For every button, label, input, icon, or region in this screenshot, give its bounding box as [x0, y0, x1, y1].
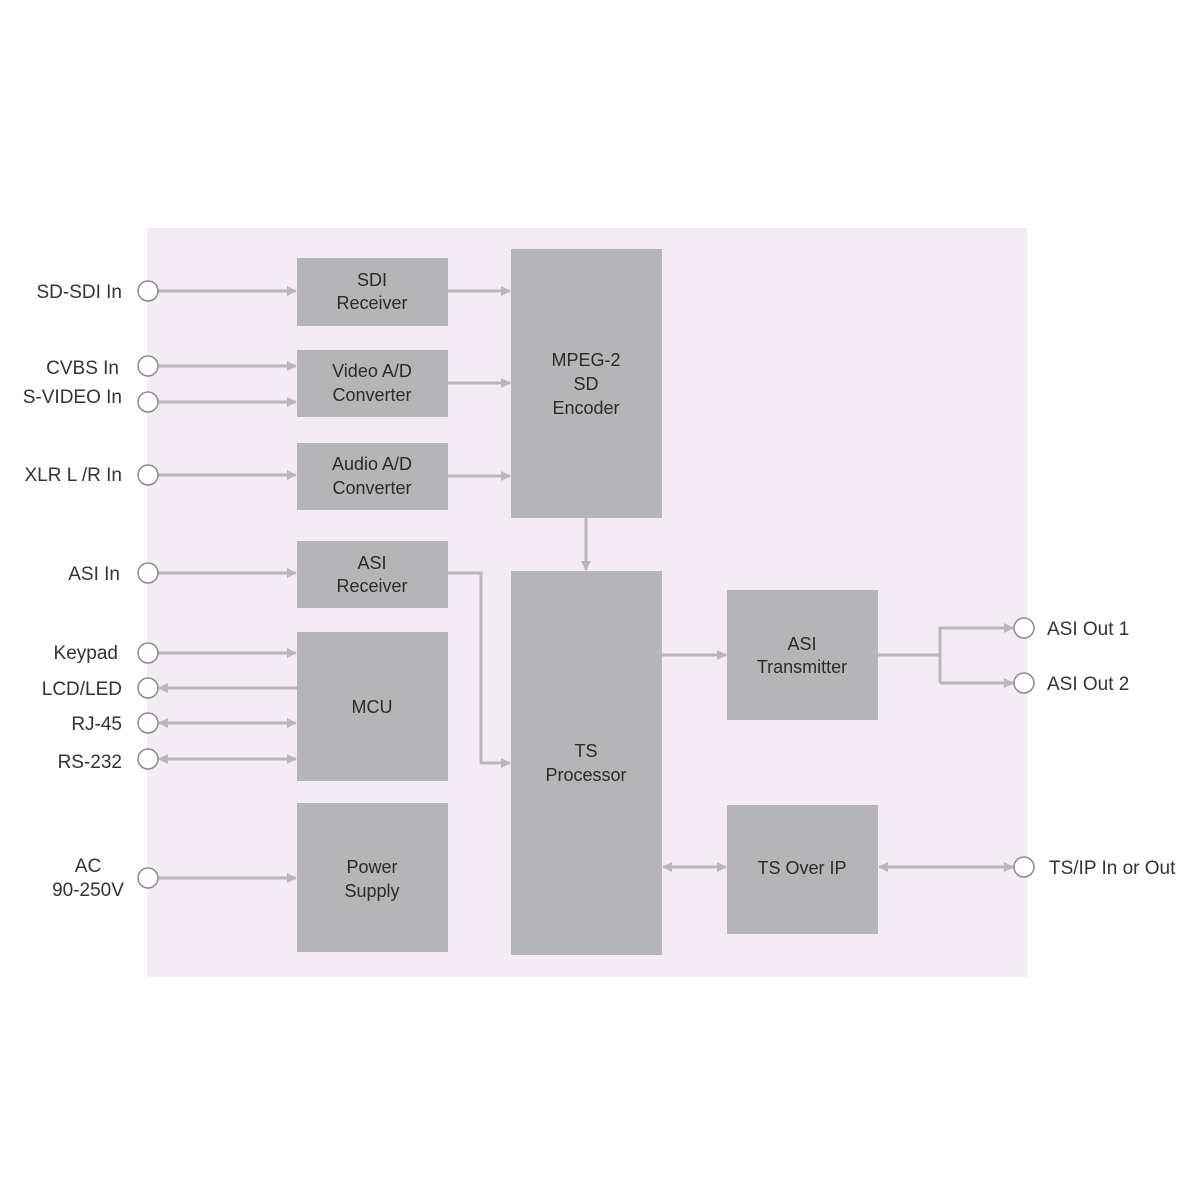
block-label: ASI [357, 553, 386, 573]
block-asi-transmitter: ASI Transmitter [727, 590, 878, 720]
port-xlr-icon [137, 464, 159, 486]
port-asi-in-icon [137, 562, 159, 584]
label-sd-sdi-in: SD-SDI In [36, 282, 122, 303]
port-tsip-icon [1013, 856, 1035, 878]
label-rj45: RJ-45 [71, 714, 122, 735]
port-rs232-icon [137, 748, 159, 770]
block-video-ad-converter: Video A/D Converter [297, 350, 448, 417]
label-svideo-in: S-VIDEO In [23, 387, 122, 408]
label-rs232: RS-232 [58, 752, 122, 773]
block-label: Audio A/D [332, 454, 412, 474]
block-sdi-receiver: SDI Receiver [297, 258, 448, 326]
output-ports: ASI Out 1 ASI Out 2 TS/IP In or Out [1013, 617, 1176, 879]
connections [158, 286, 1014, 883]
block-label: MPEG-2 [551, 350, 620, 370]
label-ac-voltage: 90-250V [52, 880, 124, 901]
port-keypad-icon [137, 642, 159, 664]
label-asi-out-2: ASI Out 2 [1047, 674, 1129, 695]
block-label: Encoder [552, 398, 619, 418]
block-ts-over-ip: TS Over IP [727, 805, 878, 934]
block-label: Receiver [336, 576, 407, 596]
block-label: TS [574, 741, 597, 761]
block-label: TS Over IP [757, 858, 846, 878]
block-asi-receiver: ASI Receiver [297, 541, 448, 608]
block-label: SDI [357, 270, 387, 290]
port-lcd-icon [137, 677, 159, 699]
block-label: MCU [352, 697, 393, 717]
block-ts-processor: TS Processor [511, 571, 662, 955]
block-label: Receiver [336, 293, 407, 313]
block-label: Video A/D [332, 361, 412, 381]
label-xlr-in: XLR L /R In [24, 465, 122, 486]
port-asi-out2-icon [1013, 672, 1035, 694]
port-svideo-icon [137, 391, 159, 413]
block-mcu: MCU [297, 632, 448, 781]
label-asi-out-1: ASI Out 1 [1047, 619, 1129, 640]
block-label: ASI [787, 634, 816, 654]
label-keypad: Keypad [54, 643, 118, 664]
label-asi-in: ASI In [68, 564, 120, 585]
block-label: Processor [545, 765, 626, 785]
block-label: Transmitter [757, 657, 847, 677]
block-label: SD [573, 374, 598, 394]
block-label: Power [346, 857, 397, 877]
block-label: Converter [332, 478, 411, 498]
label-tsip: TS/IP In or Out [1049, 858, 1176, 879]
label-ac: AC [75, 856, 101, 877]
block-power-supply: Power Supply [297, 803, 448, 952]
input-ports: SD-SDI In CVBS In S-VIDEO In XLR L /R In… [23, 280, 159, 901]
port-rj45-icon [137, 712, 159, 734]
port-cvbs-icon [137, 355, 159, 377]
port-ac-icon [137, 867, 159, 889]
label-lcd-led: LCD/LED [42, 679, 122, 700]
block-audio-ad-converter: Audio A/D Converter [297, 443, 448, 510]
block-label: Supply [344, 881, 399, 901]
block-mpeg2-encoder: MPEG-2 SD Encoder [511, 249, 662, 518]
port-sd-sdi-icon [137, 280, 159, 302]
port-asi-out1-icon [1013, 617, 1035, 639]
label-cvbs-in: CVBS In [46, 358, 119, 379]
block-label: Converter [332, 385, 411, 405]
